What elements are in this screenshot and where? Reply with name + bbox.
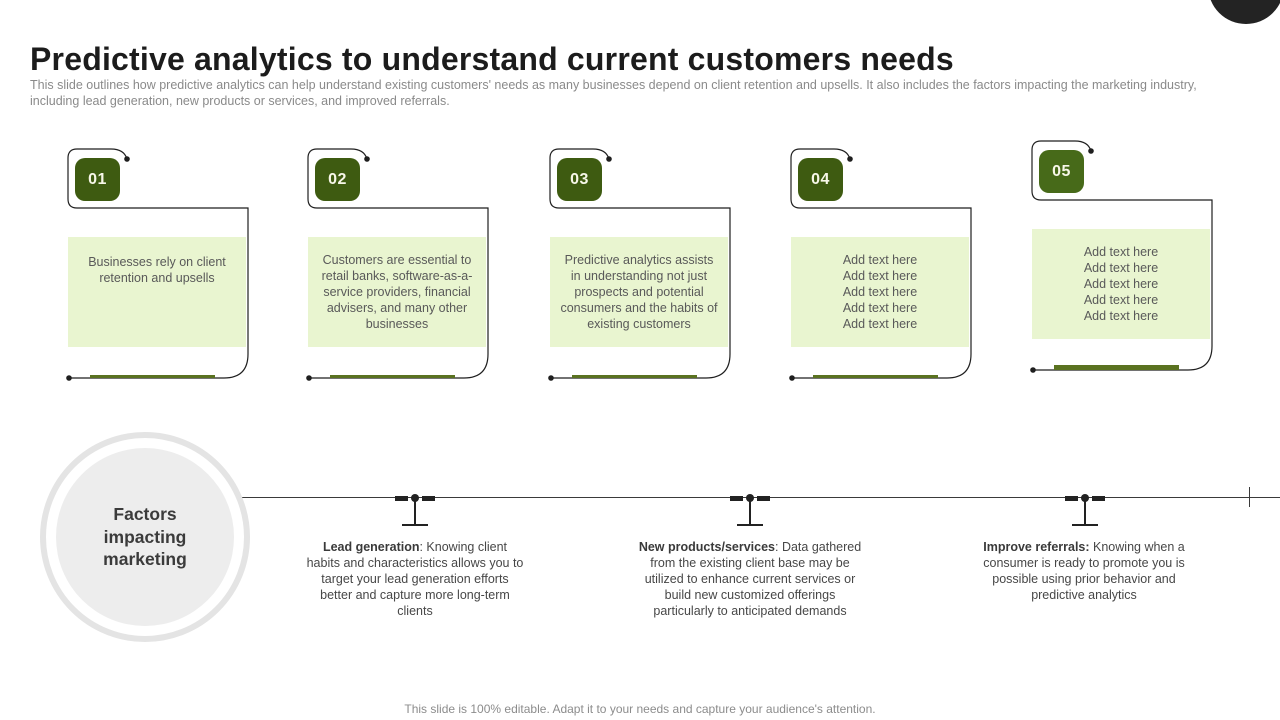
step-number: 01	[88, 170, 107, 188]
step-card-02: 02 Customers are essential to retail ban…	[303, 143, 493, 388]
timeline-marker-3	[1065, 494, 1105, 530]
step-number-badge: 04	[798, 158, 843, 201]
step-number-badge: 01	[75, 158, 120, 201]
card-accent-line	[813, 375, 938, 378]
step-card-04: 04 Add text here Add text here Add text …	[786, 143, 976, 388]
step-text-box[interactable]: Add text here Add text here Add text her…	[791, 237, 969, 347]
marker-foot	[737, 524, 763, 526]
timeline-marker-2	[730, 494, 770, 530]
card-accent-line	[1054, 365, 1179, 370]
timeline-marker-1	[395, 494, 435, 530]
marker-foot	[402, 524, 428, 526]
factor-label: New products/services	[638, 540, 775, 554]
placeholder-text[interactable]: Add text here Add text here Add text her…	[1083, 245, 1159, 323]
card-accent-line	[330, 375, 455, 378]
factor-lead-generation: Lead generation: Knowing client habits a…	[305, 539, 525, 619]
marker-dash-icon	[422, 495, 435, 501]
marker-dash-icon	[395, 495, 408, 501]
step-number: 03	[570, 170, 589, 188]
hub-label: Factors impacting marketing	[103, 503, 187, 570]
marker-stem	[749, 498, 751, 525]
step-text-box: Customers are essential to retail banks,…	[308, 237, 486, 347]
marker-stem	[1084, 498, 1086, 525]
step-card-05: 05 Add text here Add text here Add text …	[1027, 135, 1217, 380]
step-text: Customers are essential to retail banks,…	[321, 253, 473, 331]
marker-dash-icon	[1065, 495, 1078, 501]
card-accent-line	[572, 375, 697, 378]
step-card-03: 03 Predictive analytics assists in under…	[545, 143, 735, 388]
marker-dash-icon	[757, 495, 770, 501]
factor-improve-referrals: Improve referrals: Knowing when a consum…	[965, 539, 1203, 603]
card-outline	[548, 148, 731, 381]
hub-circle: Factors impacting marketing	[56, 448, 234, 626]
step-number: 04	[811, 170, 830, 188]
factor-label: Lead generation	[322, 540, 420, 554]
marker-dash-icon	[730, 495, 743, 501]
slide-footer-note: This slide is 100% editable. Adapt it to…	[404, 702, 876, 716]
factor-text: : Knowing client habits and characterist…	[306, 540, 524, 618]
step-text: Businesses rely on client retention and …	[88, 255, 226, 285]
marker-foot	[1072, 524, 1098, 526]
step-text: Predictive analytics assists in understa…	[560, 253, 718, 331]
card-outline	[306, 148, 489, 381]
step-number-badge: 02	[315, 158, 360, 201]
card-outline	[789, 148, 972, 381]
factor-label: Improve referrals:	[983, 540, 1090, 554]
card-outline	[66, 148, 249, 381]
step-number: 02	[328, 170, 347, 188]
step-text-box: Businesses rely on client retention and …	[68, 237, 246, 347]
marker-stem	[414, 498, 416, 525]
corner-decoration-circle	[1208, 0, 1280, 24]
factor-new-products: New products/services: Data gathered fro…	[638, 539, 862, 619]
page-title: Predictive analytics to understand curre…	[30, 41, 954, 78]
card-outline	[1030, 140, 1213, 373]
placeholder-text[interactable]: Add text here Add text here Add text her…	[842, 253, 918, 331]
card-accent-line	[90, 375, 215, 378]
slide-description: This slide outlines how predictive analy…	[30, 77, 1197, 108]
step-number: 05	[1052, 162, 1071, 180]
step-text-box: Predictive analytics assists in understa…	[550, 237, 728, 347]
marker-dash-icon	[1092, 495, 1105, 501]
timeline-end-tick	[1249, 487, 1251, 507]
step-number-badge: 05	[1039, 150, 1084, 193]
step-number-badge: 03	[557, 158, 602, 201]
step-text-box[interactable]: Add text here Add text here Add text her…	[1032, 229, 1210, 339]
factor-text: : Data gathered from the existing client…	[644, 540, 862, 618]
factor-text: Knowing when a consumer is ready to prom…	[983, 540, 1185, 602]
step-card-01: 01 Businesses rely on client retention a…	[63, 143, 253, 388]
